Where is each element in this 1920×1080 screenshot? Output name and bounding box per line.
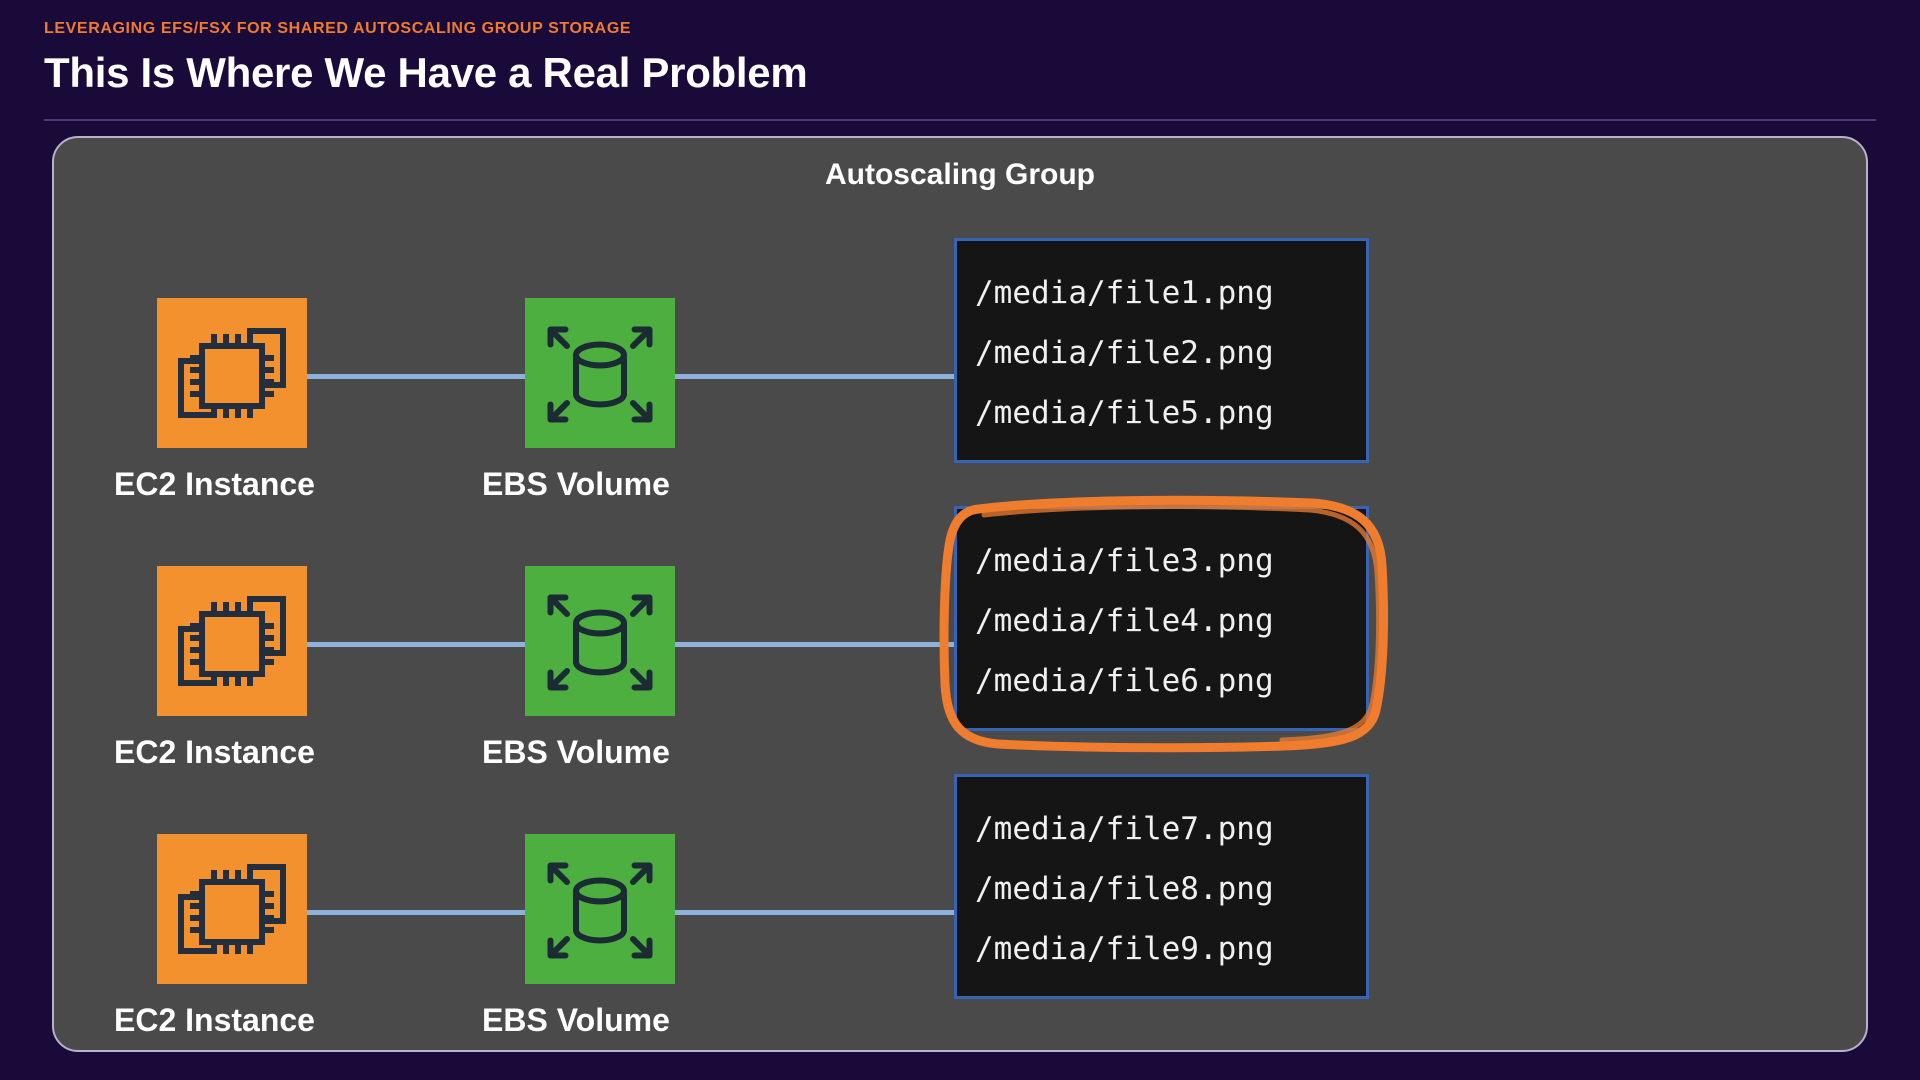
connector-ebs-to-files xyxy=(674,374,954,379)
ec2-chip-icon xyxy=(178,328,286,418)
file-path: /media/file4.png xyxy=(975,603,1274,639)
ec2-instance-label: EC2 Instance xyxy=(114,734,315,770)
ebs-elastic-volume-icon xyxy=(547,326,653,423)
file-listing-box-highlighted: /media/file3.png /media/file4.png /media… xyxy=(954,506,1369,731)
asg-row: EC2 Instance EBS Volume /media/file3.png… xyxy=(54,506,1866,776)
header-divider xyxy=(44,119,1876,121)
ebs-elastic-volume-icon xyxy=(547,594,653,691)
connector-ec2-to-ebs xyxy=(307,642,555,647)
file-path: /media/file7.png xyxy=(975,811,1274,847)
ec2-chip-icon xyxy=(178,864,286,954)
ec2-instance-tile[interactable] xyxy=(157,566,307,716)
ebs-volume-label: EBS Volume xyxy=(482,734,670,770)
file-listing-box: /media/file7.png /media/file8.png /media… xyxy=(954,774,1369,999)
asg-row: EC2 Instance EBS Volume /media/file7.png… xyxy=(54,774,1866,1044)
ec2-instance-tile[interactable] xyxy=(157,834,307,984)
ebs-volume-tile[interactable] xyxy=(525,298,675,448)
ec2-chip-icon xyxy=(178,596,286,686)
slide-header: LEVERAGING EFS/FSX FOR SHARED AUTOSCALIN… xyxy=(44,20,1876,96)
ebs-volume-tile[interactable] xyxy=(525,834,675,984)
file-listing-box: /media/file1.png /media/file2.png /media… xyxy=(954,238,1369,463)
ebs-volume-tile[interactable] xyxy=(525,566,675,716)
page-title: This Is Where We Have a Real Problem xyxy=(44,48,808,96)
connector-ec2-to-ebs xyxy=(307,910,555,915)
file-path: /media/file8.png xyxy=(975,871,1274,907)
autoscaling-group-title: Autoscaling Group xyxy=(825,158,1095,191)
autoscaling-group-panel: Autoscaling Group xyxy=(52,136,1868,1052)
file-path: /media/file9.png xyxy=(975,931,1274,967)
file-path: /media/file6.png xyxy=(975,663,1274,699)
connector-ec2-to-ebs xyxy=(307,374,555,379)
file-path: /media/file3.png xyxy=(975,543,1274,579)
ec2-instance-tile[interactable] xyxy=(157,298,307,448)
file-path: /media/file5.png xyxy=(975,395,1274,431)
ec2-instance-label: EC2 Instance xyxy=(114,1002,315,1038)
ebs-elastic-volume-icon xyxy=(547,862,653,959)
ec2-instance-label: EC2 Instance xyxy=(114,466,315,502)
file-path: /media/file2.png xyxy=(975,335,1274,371)
connector-ebs-to-files xyxy=(674,642,954,647)
file-path: /media/file1.png xyxy=(975,275,1274,311)
connector-ebs-to-files xyxy=(674,910,954,915)
ebs-volume-label: EBS Volume xyxy=(482,1002,670,1038)
ebs-volume-label: EBS Volume xyxy=(482,466,670,502)
asg-row: EC2 Instance EBS Volume /media/file1.png… xyxy=(54,238,1866,508)
slide-eyebrow: LEVERAGING EFS/FSX FOR SHARED AUTOSCALIN… xyxy=(44,20,632,37)
